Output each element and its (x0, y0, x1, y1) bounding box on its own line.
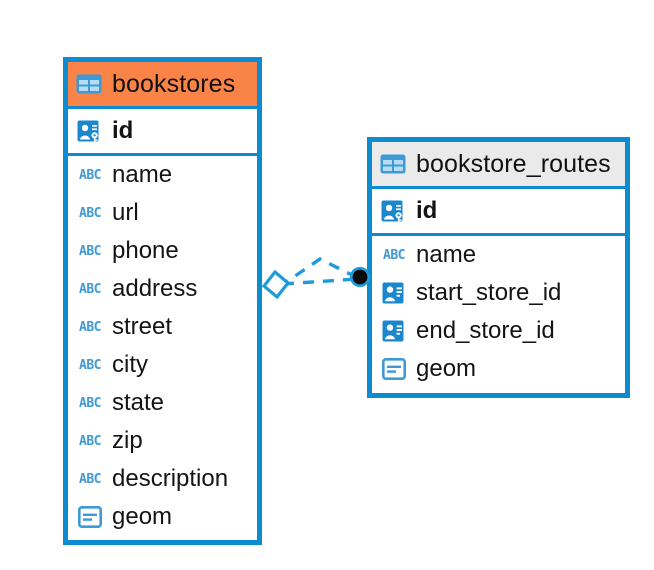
primary-key-icon (77, 118, 103, 144)
abc-text-icon: ABC (79, 319, 101, 335)
entity-header-bookstores[interactable]: bookstores (68, 62, 257, 109)
table-icon (380, 154, 406, 174)
field-row-id[interactable]: id (68, 109, 257, 153)
field-row-address[interactable]: ABC address (68, 270, 257, 308)
field-row-geom[interactable]: geom (68, 498, 257, 536)
abc-text-icon: ABC (383, 247, 405, 263)
field-label: start_store_id (416, 279, 562, 306)
field-label: end_store_id (416, 317, 555, 344)
field-label: description (112, 465, 229, 492)
field-row-street[interactable]: ABC street (68, 308, 257, 346)
field-label: name (112, 161, 173, 188)
geometry-icon (381, 358, 407, 380)
field-row-city[interactable]: ABC city (68, 346, 257, 384)
field-row-phone[interactable]: ABC phone (68, 232, 257, 270)
field-label-id: id (112, 117, 134, 144)
field-label: phone (112, 237, 179, 264)
primary-key-section-bookstore-routes: id (372, 189, 625, 236)
field-label: state (112, 389, 165, 416)
field-row-name[interactable]: ABC name (68, 156, 257, 194)
abc-text-icon: ABC (79, 167, 101, 183)
field-row-id[interactable]: id (372, 189, 625, 233)
field-label: name (416, 241, 477, 268)
field-row-state[interactable]: ABC state (68, 384, 257, 422)
field-list-bookstore-routes: ABC name start_store_id (372, 236, 625, 388)
abc-text-icon: ABC (79, 281, 101, 297)
field-label: city (112, 351, 148, 378)
abc-text-icon: ABC (79, 205, 101, 221)
abc-text-icon: ABC (79, 471, 101, 487)
entity-header-bookstore-routes[interactable]: bookstore_routes (372, 142, 625, 189)
field-label: geom (112, 503, 173, 530)
geometry-icon (77, 506, 103, 528)
abc-text-icon: ABC (79, 243, 101, 259)
field-row-start-store-id[interactable]: start_store_id (372, 274, 625, 312)
field-row-zip[interactable]: ABC zip (68, 422, 257, 460)
foreign-key-icon (381, 282, 407, 304)
entity-table-bookstore-routes[interactable]: bookstore_routes (367, 137, 630, 398)
entity-title: bookstore_routes (416, 149, 611, 178)
abc-text-icon: ABC (79, 357, 101, 373)
field-row-geom[interactable]: geom (372, 350, 625, 388)
foreign-key-icon (381, 320, 407, 342)
field-row-description[interactable]: ABC description (68, 460, 257, 498)
abc-text-icon: ABC (79, 395, 101, 411)
field-label: url (112, 199, 139, 226)
primary-key-section-bookstores: id (68, 109, 257, 156)
abc-text-icon: ABC (79, 433, 101, 449)
primary-key-icon (381, 198, 407, 224)
field-label: address (112, 275, 198, 302)
field-label: street (112, 313, 173, 340)
field-label: geom (416, 355, 477, 382)
relationship-line-lower (282, 277, 357, 286)
entity-table-bookstores[interactable]: bookstores id (63, 57, 262, 545)
entity-title: bookstores (112, 69, 236, 98)
field-row-end-store-id[interactable]: end_store_id (372, 312, 625, 350)
relationship-line-upper (278, 257, 359, 289)
table-icon (76, 74, 102, 94)
field-list-bookstores: ABC name ABC url ABC phone ABC address A… (68, 156, 257, 536)
field-row-name[interactable]: ABC name (372, 236, 625, 274)
field-label-id: id (416, 197, 438, 224)
field-label: zip (112, 427, 143, 454)
relationship-diamond-marker (261, 269, 291, 300)
field-row-url[interactable]: ABC url (68, 194, 257, 232)
